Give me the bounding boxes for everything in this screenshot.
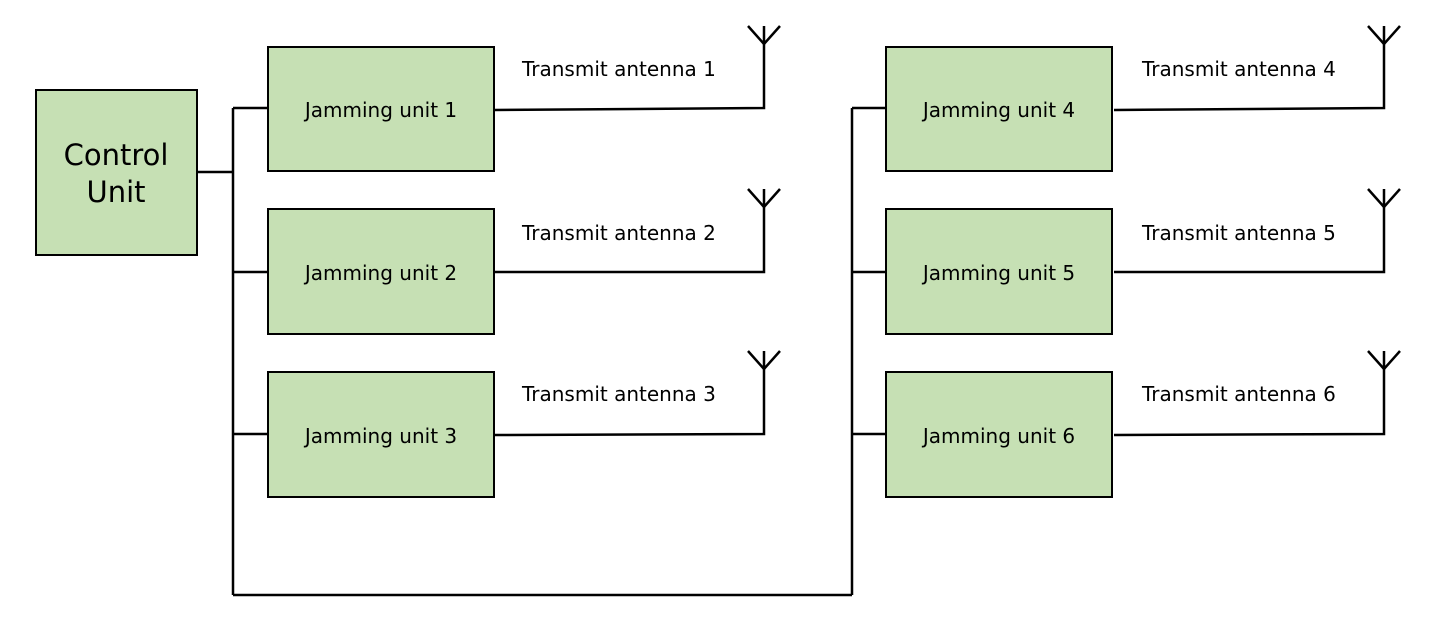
jamming-unit-label: Jamming unit 6 — [921, 424, 1075, 448]
jamming-unit-3: Jamming unit 3 Transmit antenna 3 — [233, 350, 781, 498]
antenna-label: Transmit antenna 4 — [1141, 57, 1336, 81]
antenna-icon — [1367, 350, 1401, 371]
control-unit-label-line1: Control — [64, 138, 169, 172]
jamming-unit-label: Jamming unit 2 — [303, 261, 457, 285]
bus-wiring — [197, 108, 854, 597]
jamming-unit-box — [267, 208, 495, 335]
jamming-unit-box — [267, 46, 495, 172]
jamming-unit-box — [885, 208, 1113, 335]
jamming-unit-label: Jamming unit 3 — [303, 424, 457, 448]
antenna-icon — [747, 188, 781, 209]
antenna-label: Transmit antenna 3 — [521, 382, 716, 406]
antenna-icon — [1367, 188, 1401, 209]
antenna-label: Transmit antenna 2 — [521, 221, 716, 245]
antenna-label: Transmit antenna 1 — [521, 57, 716, 81]
antenna-icon — [747, 25, 781, 46]
jamming-unit-1: Jamming unit 1 Transmit antenna 1 — [233, 25, 781, 172]
jamming-unit-box — [267, 371, 495, 498]
jamming-unit-2: Jamming unit 2 Transmit antenna 2 — [233, 188, 781, 335]
jamming-unit-box — [885, 371, 1113, 498]
jamming-unit-label: Jamming unit 1 — [303, 98, 457, 122]
jamming-unit-box — [885, 46, 1113, 172]
antenna-feed-wire — [494, 207, 766, 274]
antenna-feed-wire — [493, 369, 766, 437]
jamming-unit-5: Jamming unit 5 Transmit antenna 5 — [852, 188, 1401, 335]
jamming-unit-label: Jamming unit 5 — [921, 261, 1075, 285]
antenna-icon — [747, 350, 781, 371]
antenna-feed-wire — [1113, 44, 1386, 112]
antenna-feed-wire — [493, 44, 766, 112]
jamming-unit-4: Jamming unit 4 Transmit antenna 4 — [852, 25, 1401, 172]
antenna-feed-wire — [1114, 207, 1386, 274]
control-unit-box — [35, 89, 198, 256]
jamming-unit-6: Jamming unit 6 Transmit antenna 6 — [852, 350, 1401, 498]
antenna-label: Transmit antenna 6 — [1141, 382, 1336, 406]
antenna-label: Transmit antenna 5 — [1141, 221, 1336, 245]
control-unit-label-line2: Unit — [86, 175, 145, 209]
antenna-feed-wire — [1113, 369, 1386, 437]
control-unit: Control Unit — [35, 89, 198, 256]
jamming-unit-label: Jamming unit 4 — [921, 98, 1075, 122]
antenna-icon — [1367, 25, 1401, 46]
